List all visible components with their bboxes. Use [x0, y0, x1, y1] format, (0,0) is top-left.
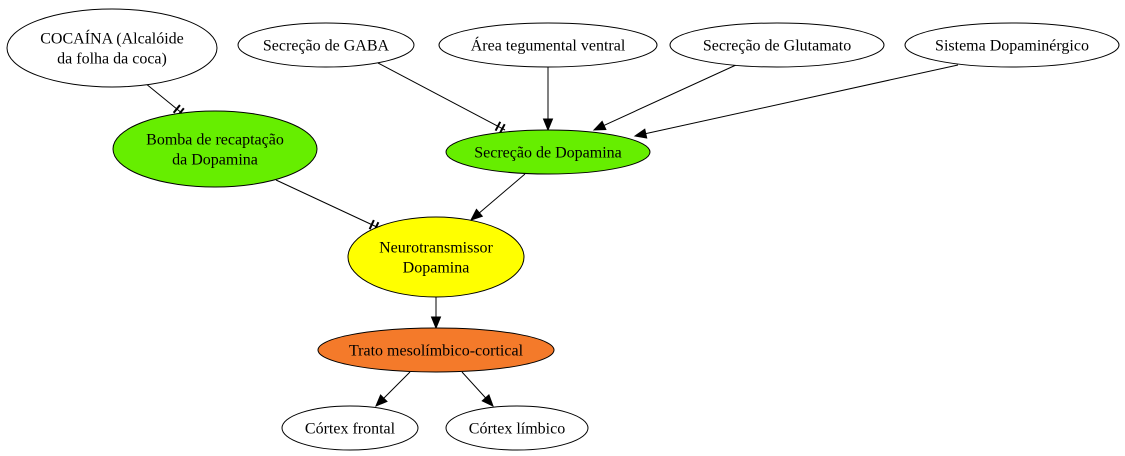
edge-line [275, 179, 380, 229]
node-bomba-ellipse [112, 110, 318, 188]
node-area: Área tegumental ventral [438, 22, 658, 68]
node-bomba: Bomba de recaptação da Dopamina [112, 110, 318, 188]
edge-line [603, 64, 737, 126]
arrowhead [633, 128, 648, 139]
node-secrecao-dopamina-ellipse [445, 129, 651, 175]
edge-trato-to-cortex_frontal [375, 371, 411, 407]
node-neurotransmissor-label-1: Neurotransmissor [379, 240, 493, 257]
edge-trato-to-cortex_limbico [461, 371, 494, 407]
node-sistema: Sistema Dopaminérgico [904, 22, 1120, 68]
node-cocaina-label-1: COCAÍNA (Alcalóide [40, 29, 184, 48]
edge-area-to-secrecao_dopamina [542, 67, 554, 132]
arrowhead [481, 393, 494, 407]
node-glutamato-ellipse [669, 22, 885, 68]
node-neurotransmissor-label-2: Dopamina [403, 260, 470, 277]
inhibit-bar-2 [172, 104, 181, 114]
node-cortex-limbico-label-1: Córtex límbico [469, 421, 565, 438]
edge-line [377, 62, 506, 131]
edge-secrecao_dopamina-to-neurotransmissor [469, 173, 526, 221]
arrowhead [469, 208, 484, 221]
nodes-layer: COCAÍNA (Alcalóide da folha da coca) Secre… [6, 8, 1120, 451]
node-cortex-frontal-ellipse [281, 405, 419, 451]
node-cocaina-label-2: da folha da coca) [57, 51, 167, 68]
edge-line [461, 371, 486, 399]
node-area-ellipse [438, 22, 658, 68]
edge-sistema-to-secrecao_dopamina [633, 64, 959, 139]
node-trato: Trato mesolímbico-cortical [317, 327, 555, 373]
node-bomba-label-2: da Dopamina [172, 152, 258, 169]
node-cocaina-ellipse [6, 8, 218, 88]
node-trato-ellipse [317, 327, 555, 373]
edge-glutamato-to-secrecao_dopamina [592, 64, 737, 131]
node-sistema-label-1: Sistema Dopaminérgico [935, 38, 1089, 55]
arrowhead [375, 394, 388, 407]
edges-layer [144, 62, 959, 407]
node-secrecao-dopamina: Secreção de Dopamina [445, 129, 651, 175]
inhibit-bar-2 [368, 219, 375, 230]
edge-bomba-to-neurotransmissor [275, 179, 380, 232]
edge-line [645, 64, 959, 135]
node-neurotransmissor-ellipse [347, 216, 525, 298]
node-area-label-1: Área tegumental ventral [471, 36, 626, 55]
inhibit-bar-1 [499, 123, 506, 134]
edge-line [479, 173, 526, 214]
edge-gaba-to-secrecao_dopamina [377, 62, 506, 134]
arrowhead [430, 316, 442, 330]
node-glutamato-label-1: Secreção de Glutamato [703, 38, 851, 55]
node-cocaina: COCAÍNA (Alcalóide da folha da coca) [6, 8, 218, 88]
node-cortex-frontal-label-1: Córtex frontal [305, 421, 396, 438]
arrowhead [542, 118, 554, 132]
node-bomba-label-1: Bomba de recaptação [146, 132, 284, 149]
arrowhead [592, 120, 607, 131]
node-gaba-label-1: Secreção de GABA [263, 38, 390, 55]
node-cortex-limbico-ellipse [445, 405, 589, 451]
node-secrecao-dopamina-label-1: Secreção de Dopamina [474, 145, 621, 162]
edge-neurotransmissor-to-trato [430, 297, 442, 330]
inhibit-bar-2 [494, 121, 502, 132]
node-glutamato: Secreção de Glutamato [669, 22, 885, 68]
node-cortex-limbico: Córtex límbico [445, 405, 589, 451]
node-sistema-ellipse [904, 22, 1120, 68]
node-gaba-ellipse [237, 22, 415, 68]
node-cortex-frontal: Córtex frontal [281, 405, 419, 451]
edge-cocaina-to-bomba [144, 82, 185, 117]
edge-line [383, 371, 411, 399]
node-trato-label-1: Trato mesolímbico-cortical [349, 343, 524, 360]
node-gaba: Secreção de GABA [237, 22, 415, 68]
